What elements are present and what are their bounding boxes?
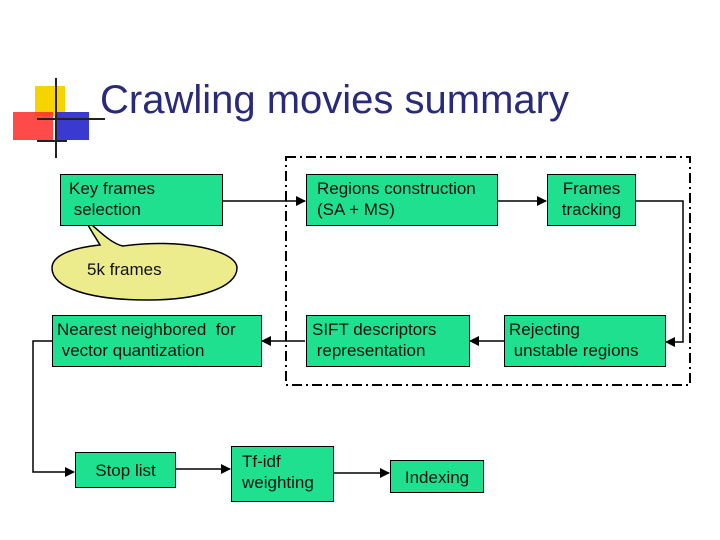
regions-group-frame xyxy=(285,156,691,386)
node-nearest-neighbored: Nearest neighbored for vector quantizati… xyxy=(52,315,262,367)
logo-horizontal-line xyxy=(37,118,105,120)
arrow-nearest-stoplist xyxy=(32,340,75,477)
node-stop-list: Stop list xyxy=(75,452,176,488)
logo-square-blue xyxy=(57,112,89,140)
logo-square-yellow xyxy=(35,86,65,116)
callout-bubble xyxy=(51,216,238,301)
logo-horizontal-line-2 xyxy=(37,140,67,142)
node-sift-descriptors: SIFT descriptors representation xyxy=(306,315,470,367)
node-frames-tracking: Frames tracking xyxy=(547,174,636,226)
node-key-frames-selection: Key frames selection xyxy=(60,174,223,226)
node-regions-construction: Regions construction (SA + MS) xyxy=(306,174,498,226)
callout-text: 5k frames xyxy=(87,260,162,279)
node-indexing: Indexing xyxy=(390,460,484,493)
page-title: Crawling movies summary xyxy=(100,78,569,122)
arrow-tracking-rejecting xyxy=(636,200,684,347)
logo-square-red xyxy=(13,112,53,140)
node-tfidf-weighting: Tf-idf weighting xyxy=(231,446,334,502)
node-rejecting-unstable: Rejecting unstable regions xyxy=(504,315,666,367)
